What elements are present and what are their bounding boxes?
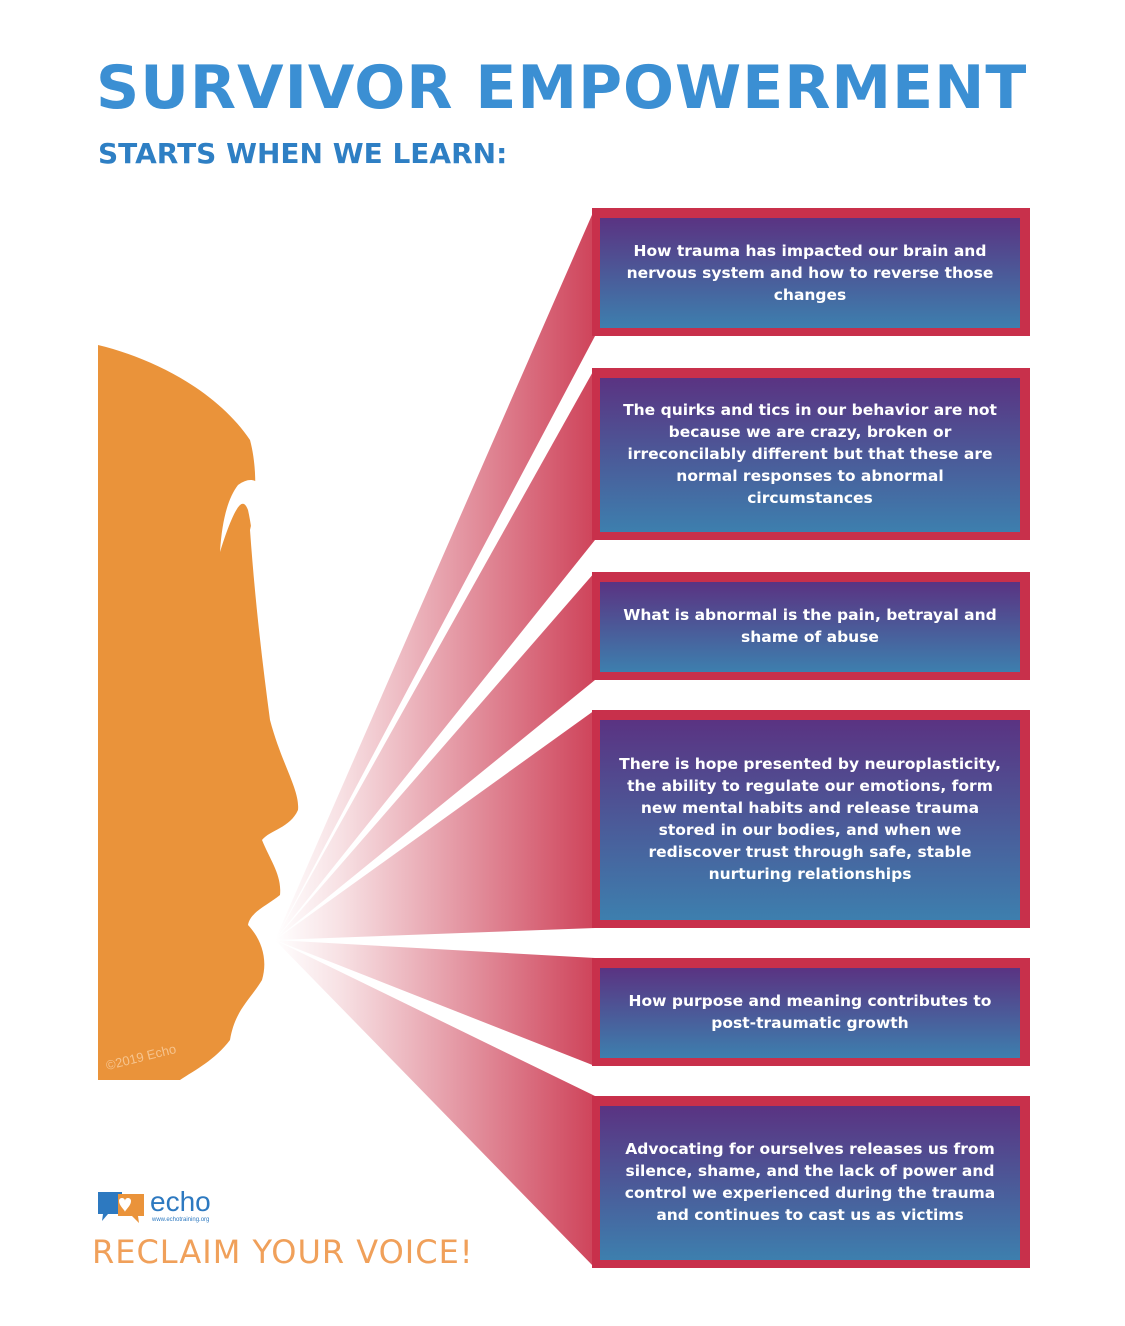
learning-box-5: How purpose and meaning contributes to p… xyxy=(600,968,1020,1056)
voice-ray-2 xyxy=(275,368,595,940)
voice-ray-5 xyxy=(275,940,595,1066)
box-fill-3 xyxy=(600,582,1020,672)
voice-ray-3 xyxy=(275,572,595,940)
learning-box-text: What is abnormal is the pain, betrayal a… xyxy=(623,606,997,646)
learning-box-1: How trauma has impacted our brain and ne… xyxy=(600,218,1020,328)
learning-box-text: There is hope presented by neuroplastici… xyxy=(619,755,1001,883)
logo-wordmark: echo xyxy=(150,1186,211,1217)
face-silhouette-icon xyxy=(98,345,299,1080)
voice-ray-4 xyxy=(275,710,595,940)
voice-rays xyxy=(275,208,595,1268)
learning-box-4: There is hope presented by neuroplastici… xyxy=(600,720,1020,918)
page-subtitle: STARTS WHEN WE LEARN: xyxy=(98,137,508,170)
learning-box-text: How purpose and meaning contributes to p… xyxy=(628,992,992,1032)
learning-box-text: The quirks and tics in our behavior are … xyxy=(623,401,997,507)
box-fill-2 xyxy=(600,378,1020,532)
learning-box-3: What is abnormal is the pain, betrayal a… xyxy=(600,582,1020,670)
box-backgrounds xyxy=(592,208,1030,1268)
box-fill-5 xyxy=(600,968,1020,1058)
eyebrow-shape xyxy=(220,480,266,572)
learning-box-text: Advocating for ourselves releases us fro… xyxy=(624,1140,996,1224)
tagline: RECLAIM YOUR VOICE! xyxy=(92,1233,474,1271)
speech-bubbles-icon xyxy=(98,1192,144,1223)
box-fill-4 xyxy=(600,720,1020,920)
voice-ray-6 xyxy=(275,940,595,1268)
voice-ray-1 xyxy=(275,208,595,940)
echo-logo: echo www.echotraining.org xyxy=(96,1188,236,1224)
learning-box-text: How trauma has impacted our brain and ne… xyxy=(626,242,994,304)
learning-box-6: Advocating for ourselves releases us fro… xyxy=(600,1106,1020,1258)
logo-url: www.echotraining.org xyxy=(152,1217,210,1223)
box-fill-6 xyxy=(600,1106,1020,1260)
learning-box-2: The quirks and tics in our behavior are … xyxy=(600,378,1020,530)
box-fill-1 xyxy=(600,218,1020,328)
page-title: SURVIVOR EMPOWERMENT xyxy=(96,53,1028,123)
